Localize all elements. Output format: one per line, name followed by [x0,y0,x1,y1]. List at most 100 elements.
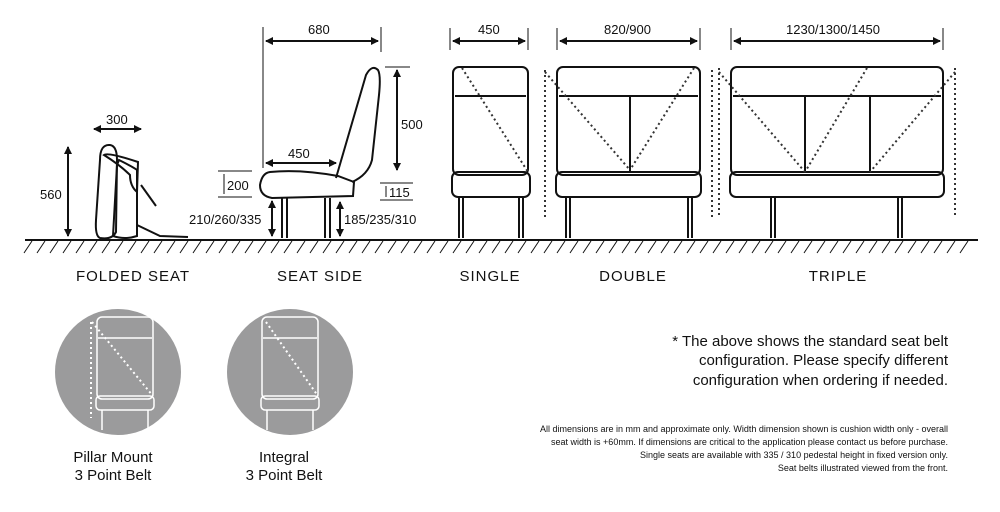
ground-hatch [556,240,566,254]
ground-hatch [335,240,345,254]
ground-hatch [62,240,72,254]
ground-hatch [465,240,475,254]
triple-seat-drawing: 1230/1300/1450 [718,22,956,238]
ground-hatch [283,240,293,254]
ground-hatch [738,240,748,254]
side-depth-label: 680 [308,22,330,37]
ground-hatch [868,240,878,254]
ground-hatch [413,240,423,254]
ground-hatch [829,240,839,254]
ground-hatch [920,240,930,254]
integral-belt-label-2: 3 Point Belt [246,467,324,484]
ground-hatch [647,240,657,254]
ground-hatch [244,240,254,254]
side-cushion-label: 450 [288,146,310,161]
caption-seat-side: SEAT SIDE [277,268,363,285]
pillar-mount-belt-illustration [55,309,181,435]
ground-hatch [595,240,605,254]
ground-hatch [660,240,670,254]
ground-hatch [946,240,956,254]
ground-hatch [387,240,397,254]
ground-hatch [530,240,540,254]
ground-hatch [959,240,969,254]
ground-hatch [621,240,631,254]
note-line: * The above shows the standard seat belt [672,333,949,350]
ground-hatch [114,240,124,254]
note-line: configuration when ordering if needed. [693,372,948,389]
ground-hatch [231,240,241,254]
ground-hatch [777,240,787,254]
caption-folded-seat: FOLDED SEAT [76,268,190,285]
ground-hatch [101,240,111,254]
disclaimer-line: All dimensions are in mm and approximate… [540,424,948,434]
ground-hatch [192,240,202,254]
side-rear-thickness-label: 115 [389,185,410,200]
triple-width-label: 1230/1300/1450 [786,22,880,37]
ground-hatch [673,240,683,254]
ground-hatch [751,240,761,254]
ground-hatch [855,240,865,254]
caption-single: SINGLE [459,268,520,285]
ground-hatch [582,240,592,254]
ground-hatch [608,240,618,254]
disclaimer-line: Seat belts illustrated viewed from the f… [778,463,948,473]
ground-hatch [478,240,488,254]
ground-hatch [712,240,722,254]
ground-hatch [23,240,33,254]
ground-hatch [842,240,852,254]
ground-hatch [49,240,59,254]
ground-hatch [894,240,904,254]
side-cushion-thickness-label: 200 [227,178,249,193]
ground-hatch [504,240,514,254]
folded-width-label: 300 [106,112,128,127]
ground-hatch [374,240,384,254]
double-width-label: 820/900 [604,22,651,37]
ground-line [23,239,978,254]
ground-hatch [257,240,267,254]
ground-hatch [296,240,306,254]
ground-hatch [816,240,826,254]
side-rear-height-label: 185/235/310 [344,212,416,227]
ground-hatch [127,240,137,254]
ground-hatch [491,240,501,254]
double-seat-drawing: 820/900 [544,22,713,238]
ground-hatch [933,240,943,254]
caption-double: DOUBLE [599,268,667,285]
pillar-belt-label-1: Pillar Mount [73,449,153,466]
side-back-height-label: 500 [401,117,423,132]
ground-hatch [790,240,800,254]
ground-hatch [348,240,358,254]
ground-hatch [179,240,189,254]
disclaimer-line: Single seats are available with 335 / 31… [640,450,948,460]
ground-hatch [218,240,228,254]
ground-hatch [907,240,917,254]
ground-hatch [36,240,46,254]
ground-hatch [699,240,709,254]
ground-hatch [543,240,553,254]
ground-hatch [88,240,98,254]
ground-hatch [881,240,891,254]
ground-hatch [309,240,319,254]
ground-hatch [205,240,215,254]
ground-hatch [270,240,280,254]
ground-hatch [725,240,735,254]
folded-seat-drawing: 560 300 [40,112,189,240]
pillar-belt-label-2: 3 Point Belt [75,467,153,484]
ground-hatch [153,240,163,254]
note-line: configuration. Please specify different [699,352,949,369]
ground-hatch [75,240,85,254]
ground-hatch [166,240,176,254]
ground-hatch [764,240,774,254]
ground-hatch [686,240,696,254]
ground-hatch [426,240,436,254]
ground-hatch [803,240,813,254]
ground-hatch [140,240,150,254]
integral-belt-label-1: Integral [259,449,309,466]
ground-hatch [452,240,462,254]
ground-hatch [400,240,410,254]
integral-belt-illustration [227,309,353,435]
side-front-height-label: 210/260/335 [189,212,261,227]
single-width-label: 450 [478,22,500,37]
ground-hatch [439,240,449,254]
